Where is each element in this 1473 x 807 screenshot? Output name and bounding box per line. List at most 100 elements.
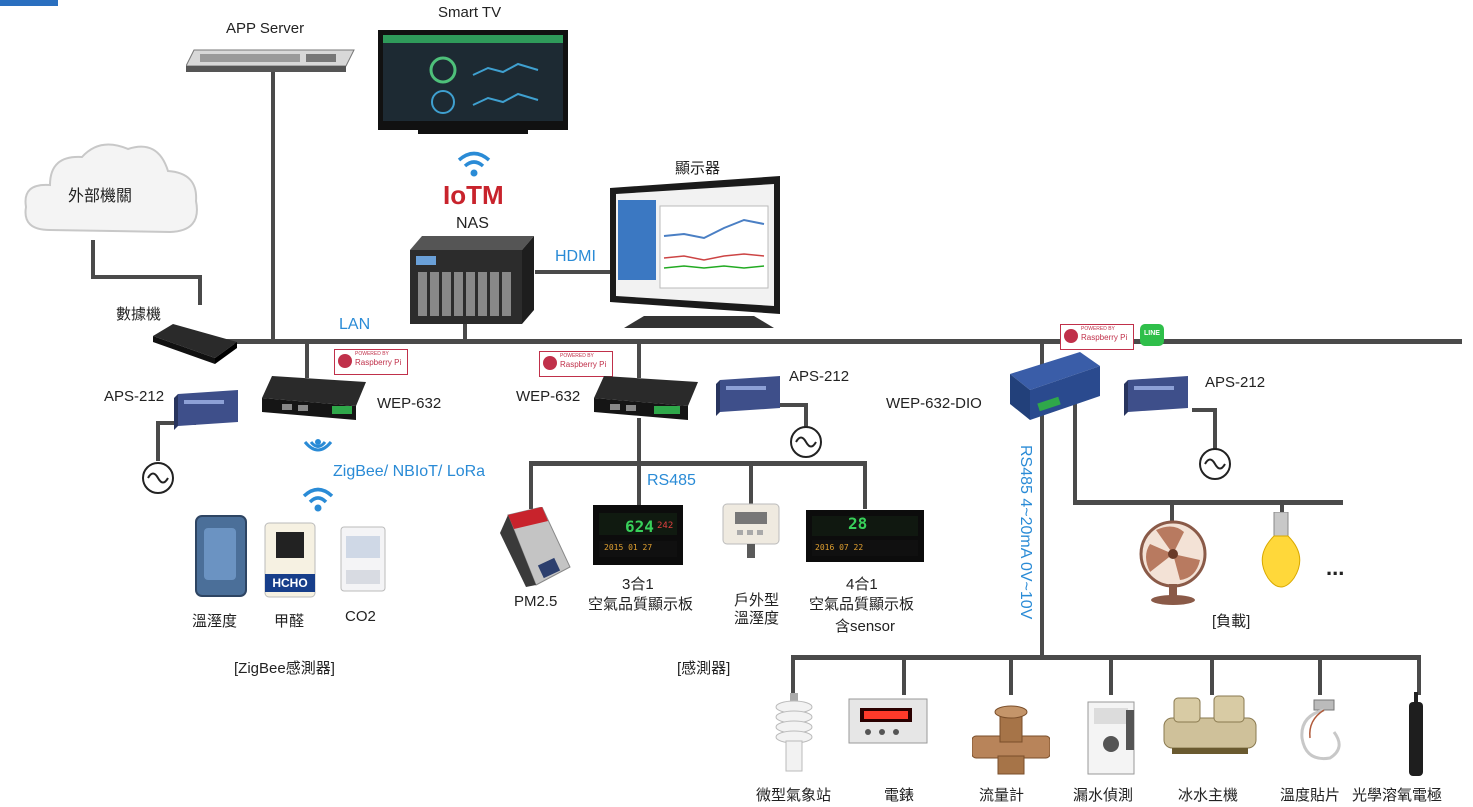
light-bulb-icon <box>1261 512 1301 588</box>
iotm-logo-text: IoTM <box>443 180 504 210</box>
sensor-label-3in1-line1: 3合1 <box>622 576 654 593</box>
nas-link <box>463 322 467 342</box>
hdmi-link <box>535 270 615 274</box>
aps212-right-label: APS-212 <box>1205 374 1266 391</box>
aps-mid-power-h <box>780 403 807 407</box>
zigbee-sensor-label-2: 甲醛 <box>274 613 305 630</box>
air-quality-board-3in1-icon <box>593 505 683 565</box>
wep632-mid-icon <box>594 376 698 420</box>
smart-tv-label: Smart TV <box>438 4 502 21</box>
wep632-left-label: WEP-632 <box>377 395 442 412</box>
lan-label: LAN <box>339 316 371 333</box>
rs485-tap-1 <box>529 461 533 509</box>
leak-detector-icon <box>1087 701 1135 775</box>
dissolved-oxygen-probe-icon <box>1409 692 1423 776</box>
raspberry-pi-badge-right: POWERED BY Raspberry Pi <box>1060 324 1134 350</box>
more-loads-ellipsis: ... <box>1326 555 1345 580</box>
sensor-label-4in1-line3: 含sensor <box>835 618 896 635</box>
board4-readout-main: 28 <box>848 514 868 533</box>
smart-tv-icon <box>378 30 568 134</box>
bottom-bus <box>791 655 1421 660</box>
bottom-tap-7 <box>1417 655 1421 695</box>
badge-powered-by: POWERED BY <box>1081 326 1115 332</box>
fan-icon <box>1139 520 1207 605</box>
aps212-right-icon <box>1124 376 1188 416</box>
bottom-tap-5 <box>1210 655 1214 695</box>
load-drop <box>1073 395 1077 503</box>
wep632-left-link <box>305 342 309 378</box>
formaldehyde-sensor-icon <box>264 522 316 598</box>
sensor-label-4in1-line2: 空氣品質顯示板 <box>809 596 915 613</box>
ac-power-icon-right <box>1199 448 1231 480</box>
zigbee-group-label: [ZigBee感測器] <box>234 660 335 677</box>
board3-readout-side: 242 <box>657 521 674 531</box>
rs485-tap-3 <box>749 461 753 505</box>
sensor-group-label: [感測器] <box>677 660 731 677</box>
board3-readout-main: 624 <box>625 517 654 536</box>
sensor-label-pm25: PM2.5 <box>514 593 558 610</box>
wireless-signal-icon <box>303 439 333 452</box>
wireless-protocols-label: ZigBee/ NBIoT/ LoRa <box>333 463 486 480</box>
bottom-label-do-probe: 光學溶氧電極 <box>1352 787 1443 804</box>
rs485-bus <box>529 461 867 466</box>
air-quality-board-4in1-icon <box>806 510 924 562</box>
bottom-label-power-meter: 電錶 <box>884 787 915 804</box>
raspberry-pi-badge-mid: POWERED BY Raspberry Pi <box>539 351 613 377</box>
external-agency-label: 外部機關 <box>68 188 133 205</box>
nas-icon <box>410 236 534 324</box>
bottom-label-weather-station: 微型氣象站 <box>756 787 832 804</box>
dio-link <box>1040 342 1044 372</box>
aps212-mid-label: APS-212 <box>789 368 850 385</box>
sensor-label-outdoor-line1: 戶外型 <box>734 592 780 609</box>
aps212-left-icon <box>174 390 238 430</box>
hcho-badge: HCHO <box>272 576 308 590</box>
lan-bus <box>175 339 1045 344</box>
wifi-icon <box>457 151 491 177</box>
bottom-label-chiller: 冰水主機 <box>1178 787 1239 804</box>
app-server-label: APP Server <box>226 20 305 37</box>
aps212-mid-icon <box>716 376 780 416</box>
wep632-left-icon <box>262 376 366 420</box>
dio-down <box>1040 412 1044 658</box>
flow-meter-icon <box>972 705 1050 775</box>
wep632dio-icon <box>1010 352 1100 420</box>
ac-power-icon-mid <box>790 426 822 458</box>
raspberry-icon <box>543 356 557 370</box>
sensor-label-outdoor-line2: 溫溼度 <box>734 610 780 627</box>
corner-mark <box>0 0 58 6</box>
cloud-link-h <box>91 275 201 279</box>
aps212-left-label: APS-212 <box>104 388 165 405</box>
wifi-icon-zigbee <box>302 487 334 512</box>
sensor-label-3in1-line2: 空氣品質顯示板 <box>588 596 694 613</box>
board4-readout-date: 2016 07 22 <box>815 543 864 552</box>
bottom-tap-2 <box>902 655 906 695</box>
cloud-icon <box>24 143 198 234</box>
temperature-humidity-sensor-icon <box>195 515 247 597</box>
rs485-analog-vertical-label: RS485 4~20mA 0V~10V <box>1017 445 1034 620</box>
bottom-tap-1 <box>791 655 795 695</box>
co2-sensor-icon <box>340 526 386 592</box>
weather-station-icon <box>775 693 813 772</box>
sensor-label-4in1-line1: 4合1 <box>846 576 878 593</box>
temperature-patch-icon <box>1300 699 1341 761</box>
modem-icon <box>153 324 237 364</box>
ac-power-icon-left <box>142 462 174 494</box>
bottom-label-temperature-patch: 溫度貼片 <box>1280 787 1341 804</box>
rs485-label: RS485 <box>647 472 696 489</box>
outdoor-humidity-sensor-icon <box>722 503 780 558</box>
badge-powered-by: POWERED BY <box>355 351 389 357</box>
zigbee-sensor-label-3: CO2 <box>345 608 376 625</box>
line-badge-text: LINE <box>1144 330 1160 337</box>
raspberry-icon <box>1064 329 1078 343</box>
board3-readout-date: 2015 01 27 <box>604 543 653 552</box>
load-group-label: [負載] <box>1212 613 1251 630</box>
badge-raspberry-name: Raspberry Pi <box>560 360 607 369</box>
aps-left-power-v <box>156 421 160 461</box>
aps-mid-power-v <box>804 403 808 427</box>
line-app-badge: LINE <box>1140 324 1164 346</box>
badge-raspberry-name: Raspberry Pi <box>1081 333 1128 342</box>
wep632-mid-label: WEP-632 <box>516 388 581 405</box>
aps-right-power-v <box>1213 408 1217 450</box>
rs485-drop <box>637 418 641 464</box>
rs485-tap-4 <box>863 461 867 509</box>
